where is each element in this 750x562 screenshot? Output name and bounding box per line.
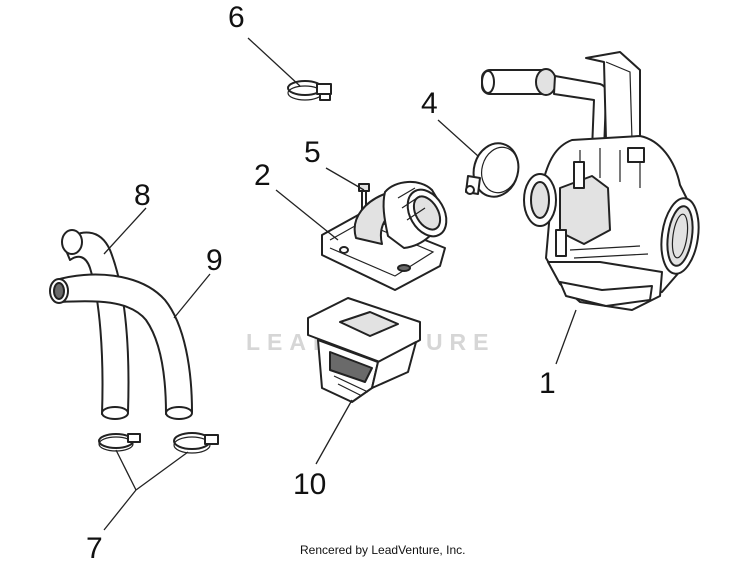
- callout-1: 1: [539, 367, 556, 400]
- leader-5: [325, 167, 365, 191]
- callout-2: 2: [254, 159, 271, 192]
- leader-9: [173, 273, 211, 319]
- hose-clamp-7a[interactable]: [98, 433, 141, 452]
- reed-valve-10[interactable]: [307, 297, 421, 403]
- hose-8[interactable]: [61, 229, 130, 420]
- credit-text: Rencered by LeadVenture, Inc.: [300, 543, 465, 557]
- intake-manifold-2[interactable]: [321, 181, 454, 291]
- callout-7: 7: [86, 532, 103, 562]
- carburetor-1[interactable]: [481, 51, 703, 311]
- leader-4: [437, 119, 479, 157]
- leader-7a: [115, 449, 137, 491]
- callout-5: 5: [304, 136, 321, 169]
- clamp-ring-4[interactable]: [465, 138, 524, 202]
- callout-10: 10: [293, 468, 326, 501]
- leader-1: [555, 309, 577, 365]
- callout-9: 9: [206, 244, 223, 277]
- hose-9[interactable]: [49, 273, 193, 420]
- leader-8: [103, 207, 147, 255]
- leader-7b: [135, 451, 189, 491]
- callout-4: 4: [421, 87, 438, 120]
- callout-6: 6: [228, 1, 245, 34]
- callout-8: 8: [134, 179, 151, 212]
- leader-6: [247, 37, 301, 87]
- leader-2: [275, 189, 339, 241]
- hose-clamp-7b[interactable]: [173, 432, 219, 454]
- hose-clamp-6[interactable]: [287, 80, 332, 101]
- leader-10: [315, 399, 353, 465]
- leader-lines: [103, 37, 577, 531]
- leader-7: [103, 489, 137, 531]
